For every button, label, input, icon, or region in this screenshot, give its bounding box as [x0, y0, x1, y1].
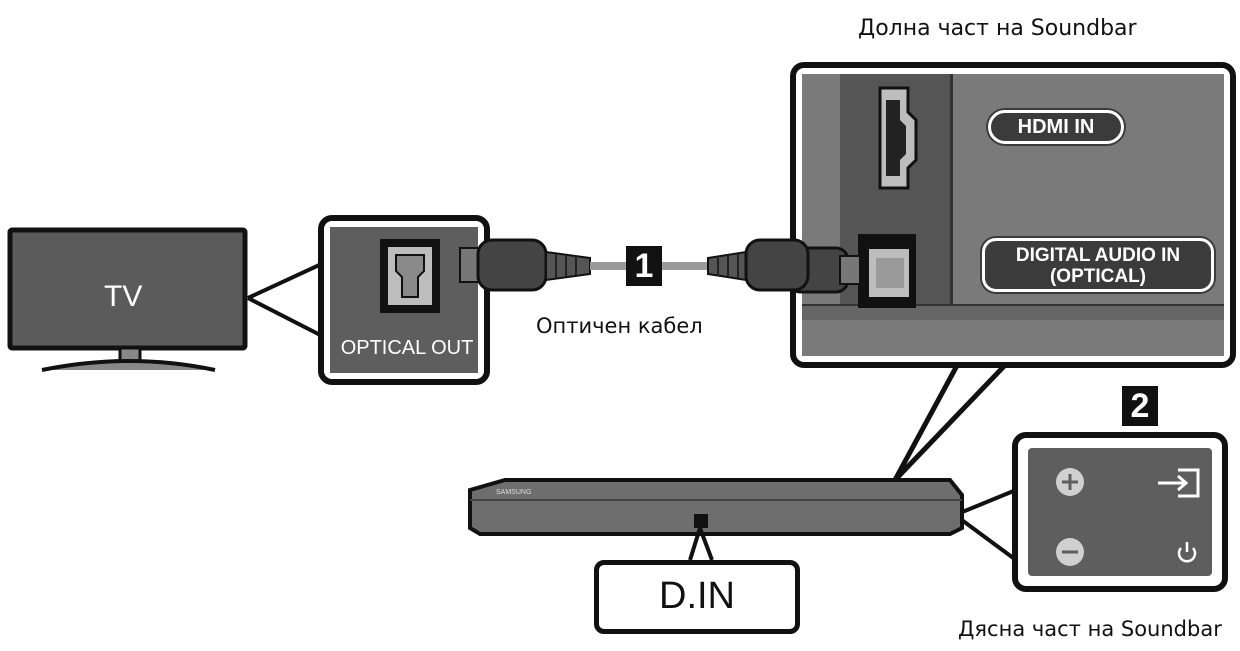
- power-icon: [1177, 542, 1197, 563]
- right-title: Дясна част на Soundbar: [958, 617, 1222, 641]
- optical-port-icon: [380, 239, 440, 313]
- soundbar: SAMSUNG: [468, 478, 964, 536]
- din-port: [694, 514, 708, 528]
- din-pointer: [688, 521, 714, 561]
- din-label: D.IN: [659, 575, 735, 617]
- hdmi-in-label: HDMI IN: [988, 110, 1124, 144]
- bottom-panel-callout: HDMI IN DIGITAL AUDIO IN (OPTICAL): [790, 62, 1236, 368]
- input-source-icon: [1158, 468, 1200, 498]
- minus-icon: [1056, 538, 1084, 566]
- step-2-marker: 2: [1122, 386, 1158, 426]
- digital-audio-line1: DIGITAL AUDIO IN: [1015, 245, 1181, 266]
- optical-out-callout: OPTICAL OUT: [318, 215, 490, 385]
- digital-audio-in-label: DIGITAL AUDIO IN (OPTICAL): [982, 238, 1214, 292]
- optical-port-icon: [858, 234, 916, 308]
- bottom-title: Долна част на Soundbar: [858, 16, 1137, 41]
- tv-icon: [7, 227, 248, 372]
- din-label-box: D.IN: [594, 560, 800, 634]
- cable-plug-middle-right: [707, 238, 810, 292]
- plus-icon: [1056, 468, 1084, 496]
- digital-audio-line2: (OPTICAL): [1049, 266, 1147, 287]
- right-panel-callout: [1012, 432, 1228, 592]
- hdmi-port-icon: [878, 86, 918, 190]
- step-1-marker: 1: [626, 246, 662, 286]
- optical-out-label: OPTICAL OUT: [340, 337, 474, 359]
- cable-plug-left: [459, 238, 591, 292]
- tv-label: TV: [104, 280, 143, 313]
- soundbar-logo: SAMSUNG: [496, 489, 531, 496]
- cable-label: Оптичен кабел: [536, 314, 703, 338]
